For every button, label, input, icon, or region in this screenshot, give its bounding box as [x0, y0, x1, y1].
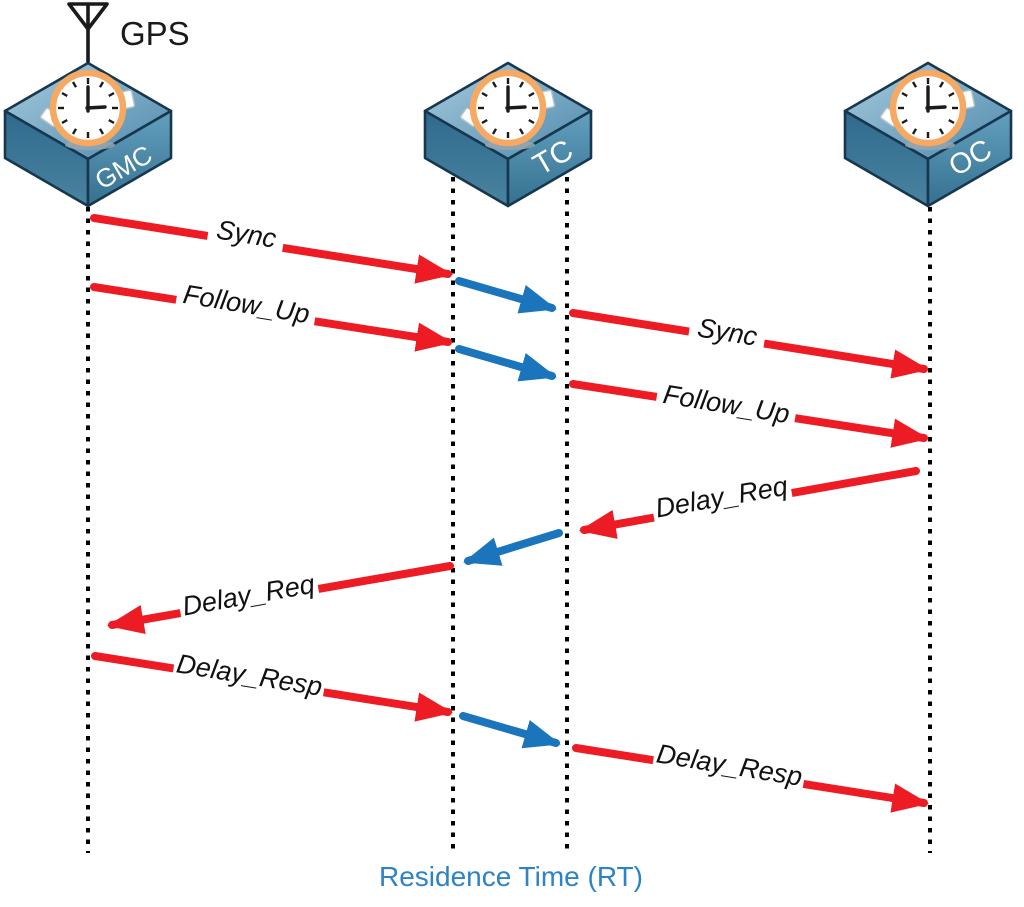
delay-req-label-1: Delay_Req [650, 471, 794, 527]
gps-label: GPS [120, 15, 190, 52]
svg-text:Sync: Sync [695, 312, 760, 351]
gmc-clock-switch-icon [5, 63, 171, 206]
residence-hop-arrow-4 [459, 712, 561, 749]
residence-time-caption: Residence Time (RT) [379, 861, 643, 892]
gmc-device: GMC [5, 63, 171, 206]
svg-text:Follow_Up: Follow_Up [181, 279, 312, 329]
follow-up-label-1: Follow_Up [174, 278, 318, 333]
delay-req-label-2: Delay_Req [177, 569, 321, 625]
tc-device: TC [425, 63, 591, 206]
residence-hop-arrow-2 [455, 345, 557, 382]
svg-text:Delay_Req: Delay_Req [653, 471, 790, 524]
oc-clock-switch-icon [845, 63, 1011, 206]
sync-label-1: Sync [206, 214, 287, 258]
svg-text:Delay_Req: Delay_Req [180, 569, 317, 622]
residence-hop-arrow-1 [455, 277, 557, 314]
svg-text:Sync: Sync [214, 214, 279, 253]
svg-text:Delay_Resp: Delay_Resp [174, 648, 324, 701]
delay-resp-label-1: Delay_Resp [171, 648, 327, 705]
svg-text:Delay_Resp: Delay_Resp [654, 738, 804, 791]
gps-antenna-icon [67, 2, 109, 63]
residence-hop-arrow-3 [463, 529, 563, 566]
tc-clock-switch-icon [425, 63, 591, 206]
sync-label-2: Sync [687, 312, 768, 356]
svg-text:Follow_Up: Follow_Up [661, 379, 792, 429]
follow-up-label-2: Follow_Up [654, 378, 798, 433]
oc-device: OC [845, 63, 1011, 206]
delay-resp-label-2: Delay_Resp [651, 738, 807, 795]
